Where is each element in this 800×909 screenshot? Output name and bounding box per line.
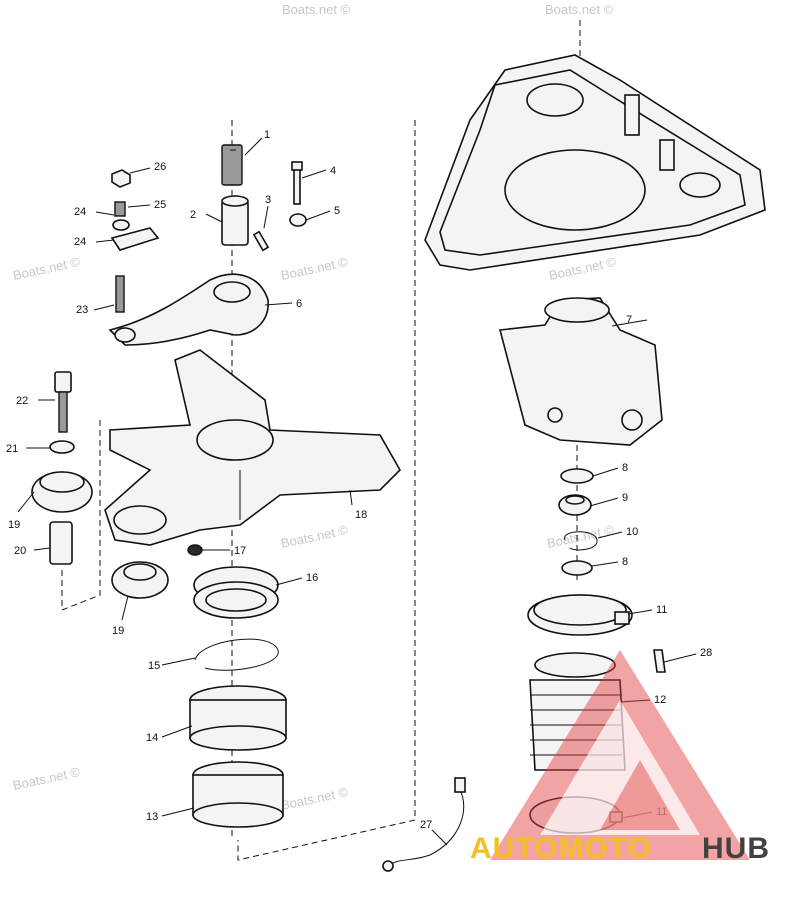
part-nut-26	[111, 169, 131, 188]
part-sleeve-20	[49, 521, 73, 565]
part-pin-1	[221, 144, 243, 186]
watermark: Boats.net ©	[548, 254, 618, 283]
callout-16: 16	[306, 572, 318, 584]
part-clamp-11a	[527, 594, 633, 636]
watermark: Boats.net ©	[12, 254, 82, 283]
callout-27: 27	[420, 819, 432, 831]
part-link-24	[110, 227, 160, 251]
callout-4: 4	[330, 165, 336, 177]
part-stud-23	[115, 275, 125, 313]
part-gimbal-ring-18	[104, 349, 401, 546]
callout-25: 25	[154, 199, 166, 211]
callout-22: 22	[16, 395, 28, 407]
watermark: Boats.net ©	[280, 522, 350, 551]
callout-15: 15	[148, 660, 160, 672]
part-clip-28	[653, 649, 666, 673]
part-sleeve-2	[221, 195, 249, 246]
callout-8a: 8	[622, 462, 628, 474]
callout-12: 12	[654, 694, 666, 706]
part-ring-13	[192, 761, 284, 828]
callout-28: 28	[700, 647, 712, 659]
callout-26: 26	[154, 161, 166, 173]
part-steering-arm-6	[108, 273, 269, 346]
part-ring-8a	[560, 468, 594, 484]
part-dowel-3	[252, 230, 270, 252]
callout-6: 6	[296, 298, 302, 310]
callout-24a: 24	[74, 206, 86, 218]
part-ring-8b	[561, 560, 593, 576]
part-mount-19b	[111, 561, 169, 599]
part-washer-5	[289, 213, 307, 227]
callout-10: 10	[626, 526, 638, 538]
part-washer-21	[49, 440, 75, 454]
part-bolt-22	[54, 371, 72, 433]
callout-8b: 8	[622, 556, 628, 568]
callout-3: 3	[265, 194, 271, 206]
callout-20: 20	[14, 545, 26, 557]
part-ground-wire-27	[382, 777, 466, 872]
watermark: Boats.net ©	[280, 254, 350, 283]
part-fitting-17	[187, 544, 203, 556]
part-mount-19a	[31, 471, 93, 513]
logo-text-hub: HUB	[702, 832, 770, 865]
part-bolt-4	[291, 161, 303, 205]
callout-19b: 19	[112, 625, 124, 637]
callout-7: 7	[626, 314, 632, 326]
callout-24b: 24	[74, 236, 86, 248]
callout-13: 13	[146, 811, 158, 823]
callout-23: 23	[76, 304, 88, 316]
part-seal-16	[193, 566, 279, 619]
watermark: Boats.net ©	[280, 784, 350, 813]
part-snap-ring-15	[194, 638, 279, 671]
callout-21: 21	[6, 443, 18, 455]
callout-5: 5	[334, 205, 340, 217]
callout-9: 9	[622, 492, 628, 504]
part-washer-25	[114, 201, 126, 217]
watermark: Boats.net ©	[12, 764, 82, 793]
callout-11a: 11	[656, 604, 667, 616]
callout-19a: 19	[8, 519, 20, 531]
part-gear-housing-7	[498, 297, 663, 446]
part-bearing-9	[558, 494, 592, 516]
watermark: Boats.net ©	[545, 2, 614, 17]
watermark: Boats.net ©	[282, 2, 351, 17]
callout-2: 2	[190, 209, 196, 221]
callout-17: 17	[234, 545, 246, 557]
callout-14: 14	[146, 732, 158, 744]
triangular-housing	[424, 54, 766, 271]
callout-1: 1	[264, 129, 270, 141]
callout-18: 18	[355, 509, 367, 521]
automotohub-logo: AUTOMOTO HUB	[470, 650, 770, 865]
part-nut-24	[112, 219, 130, 231]
logo-text-automoto: AUTOMOTO	[470, 832, 652, 865]
part-snap-ring-10	[564, 531, 598, 551]
part-bearing-14	[189, 685, 287, 751]
